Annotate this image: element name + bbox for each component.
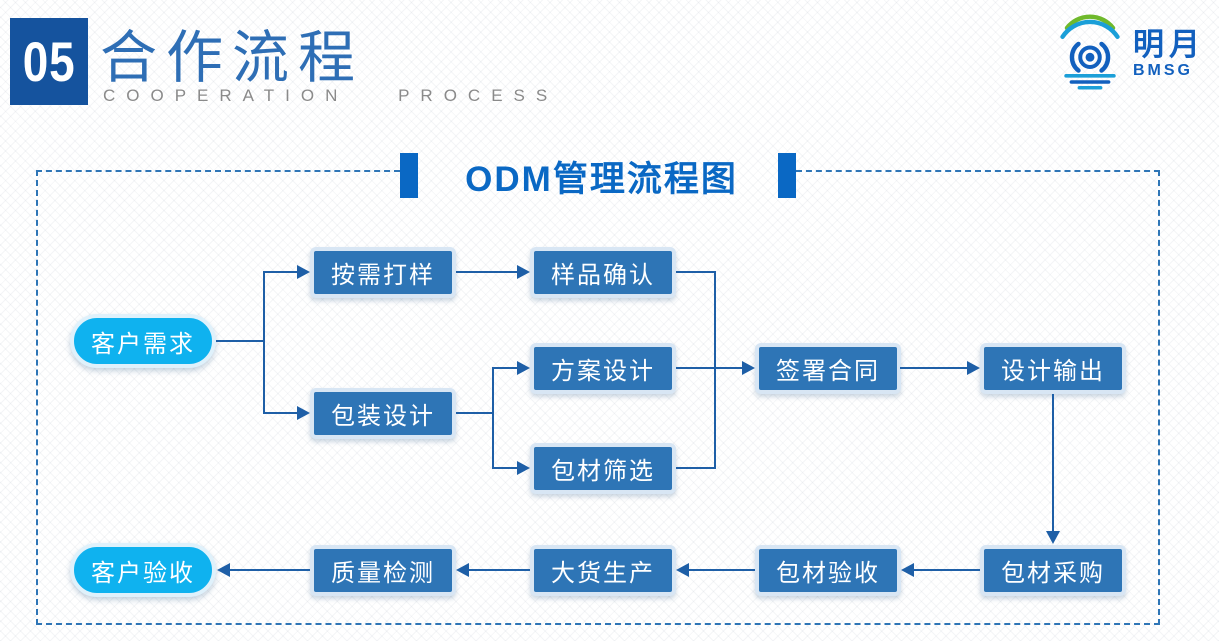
- moon-eye-logo-icon: [1053, 12, 1127, 95]
- logo-text: 明月 BMSG: [1133, 28, 1205, 78]
- node-material-acceptance: 包材验收: [755, 545, 901, 596]
- page-title: 合作流程: [100, 25, 364, 91]
- node-quality-inspection: 质量检测: [310, 545, 456, 596]
- connector-to-solution-design: [492, 367, 518, 369]
- arrow-to-mass-production: [676, 563, 689, 577]
- connector-contract-to-output: [900, 367, 967, 369]
- logo-name-cn: 明月: [1133, 27, 1205, 63]
- connector-production-to-inspection: [469, 569, 530, 571]
- arrow-to-material-acceptance: [901, 563, 914, 577]
- connector-to-sample-on-demand: [263, 271, 299, 273]
- connector-acceptance-to-production: [689, 569, 755, 571]
- frame-top-right: [796, 170, 1160, 172]
- connector-confirm-to-merge: [676, 271, 716, 273]
- connector-inspection-to-customer: [230, 569, 310, 571]
- node-customer-acceptance: 客户验收: [70, 543, 216, 597]
- node-material-purchase: 包材采购: [980, 545, 1126, 596]
- connector-packaging-branch: [492, 368, 494, 469]
- connector-demand-stub: [216, 340, 263, 342]
- connector-packaging-stub: [456, 412, 493, 414]
- connector-sample-to-confirm: [456, 271, 518, 273]
- logo-name-en: BMSG: [1133, 61, 1193, 79]
- arrow-to-material-purchase: [1046, 531, 1060, 544]
- node-design-output: 设计输出: [980, 343, 1126, 394]
- node-packaging-design: 包装设计: [310, 388, 456, 439]
- section-number: 05: [22, 30, 76, 93]
- title-left-bar: [400, 153, 418, 198]
- frame-top-left: [36, 170, 400, 172]
- diagram-title: ODM管理流程图: [465, 159, 738, 199]
- arrow-to-quality-inspection: [456, 563, 469, 577]
- arrow-to-solution-design: [517, 361, 530, 375]
- node-solution-design: 方案设计: [530, 343, 676, 394]
- connector-merge-line: [714, 272, 716, 469]
- node-material-screening: 包材筛选: [530, 443, 676, 494]
- arrow-to-customer-acceptance: [217, 563, 230, 577]
- connector-to-packaging-design: [263, 412, 299, 414]
- arrow-to-material-screening: [517, 461, 530, 475]
- node-customer-demand: 客户需求: [70, 314, 216, 368]
- arrow-to-sample-confirm: [517, 265, 530, 279]
- title-right-bar: [778, 153, 796, 198]
- connector-screening-to-merge: [676, 467, 716, 469]
- section-number-box: 05: [10, 18, 88, 105]
- arrow-to-design-output: [967, 361, 980, 375]
- company-logo: 明月 BMSG: [1053, 12, 1205, 95]
- connector-to-material-screening: [492, 467, 518, 469]
- frame-bottom: [36, 623, 1160, 625]
- arrow-to-sign-contract: [742, 361, 755, 375]
- arrow-to-packaging-design: [297, 406, 310, 420]
- page-subtitle: COOPERATION PROCESS: [103, 86, 559, 105]
- node-sign-contract: 签署合同: [755, 343, 901, 394]
- connector-to-sign-contract: [676, 367, 742, 369]
- connector-demand-branch: [263, 272, 265, 413]
- node-sample-confirm: 样品确认: [530, 247, 676, 298]
- arrow-to-sample-on-demand: [297, 265, 310, 279]
- frame-left: [36, 170, 38, 625]
- connector-output-to-purchase: [1052, 394, 1054, 532]
- connector-purchase-to-acceptance: [914, 569, 980, 571]
- frame-right: [1158, 170, 1160, 625]
- node-mass-production: 大货生产: [530, 545, 676, 596]
- node-sample-on-demand: 按需打样: [310, 247, 456, 298]
